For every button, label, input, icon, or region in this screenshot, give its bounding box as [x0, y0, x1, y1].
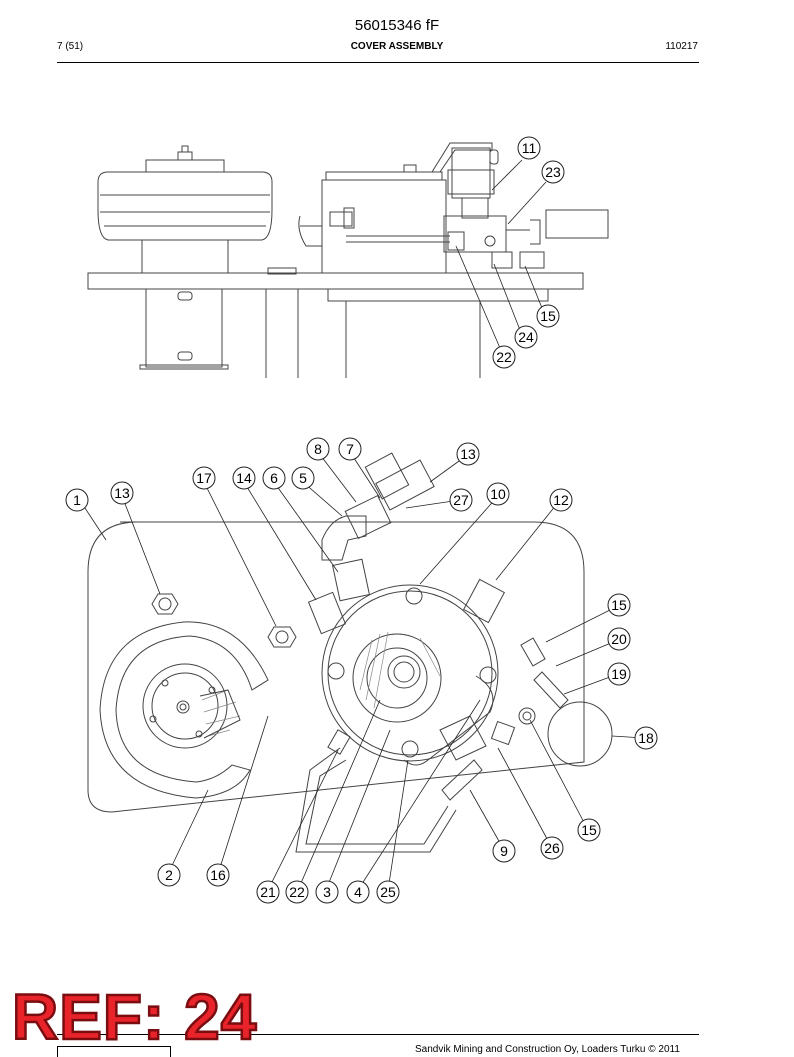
svg-text:15: 15	[581, 822, 597, 838]
callout-1: 1	[65, 488, 89, 512]
svg-text:26: 26	[544, 840, 560, 856]
svg-text:19: 19	[611, 666, 627, 682]
callout-25: 25	[376, 880, 400, 904]
top-view-callouts: 8 7 13 17 14 6 5 27 10 1 13 12 15 20 19 …	[65, 437, 658, 904]
svg-text:22: 22	[289, 884, 305, 900]
svg-text:27: 27	[453, 492, 469, 508]
svg-text:22: 22	[496, 349, 512, 365]
callout-10: 10	[486, 482, 510, 506]
svg-text:6: 6	[270, 470, 278, 486]
callout-5: 5	[291, 466, 315, 490]
callout-3: 3	[315, 880, 339, 904]
svg-text:15: 15	[611, 597, 627, 613]
callout-2: 2	[157, 863, 181, 887]
callout-13: 13	[456, 442, 480, 466]
page-title: COVER ASSEMBLY	[350, 41, 444, 52]
svg-text:15: 15	[540, 308, 556, 324]
svg-text:8: 8	[314, 441, 322, 457]
svg-text:21: 21	[260, 884, 276, 900]
side-view-callouts: 11 23 15 24 22	[492, 136, 565, 369]
svg-text:18: 18	[638, 730, 654, 746]
callout-9: 9	[492, 839, 516, 863]
callout-21: 21	[256, 880, 280, 904]
svg-text:4: 4	[354, 884, 362, 900]
callout-7: 7	[338, 437, 362, 461]
callout-27: 27	[449, 488, 473, 512]
callout-22b: 22	[285, 880, 309, 904]
top-view	[80, 451, 645, 891]
header-rule	[57, 62, 699, 63]
callout-13b: 13	[110, 481, 134, 505]
footer-copyright: Sandvik Mining and Construction Oy, Load…	[415, 1044, 680, 1055]
svg-text:13: 13	[460, 446, 476, 462]
svg-text:7: 7	[346, 441, 354, 457]
callout-14: 14	[232, 466, 256, 490]
callout-24: 24	[514, 325, 538, 349]
company-logo	[57, 1046, 171, 1057]
callout-11: 11	[517, 136, 541, 160]
callout-23: 23	[541, 160, 565, 184]
svg-text:5: 5	[299, 470, 307, 486]
svg-text:25: 25	[380, 884, 396, 900]
document-id: 56015346 fF	[354, 17, 440, 34]
svg-text:23: 23	[545, 164, 561, 180]
callout-15a: 15	[607, 593, 631, 617]
svg-text:10: 10	[490, 486, 506, 502]
callout-8: 8	[306, 437, 330, 461]
callout-26: 26	[540, 836, 564, 860]
document-code: 110217	[665, 41, 698, 52]
side-view	[87, 142, 609, 378]
svg-text:1: 1	[73, 492, 81, 508]
footer-rule	[57, 1034, 699, 1035]
svg-text:2: 2	[165, 867, 173, 883]
callout-16: 16	[206, 863, 230, 887]
svg-text:16: 16	[210, 867, 226, 883]
callout-19: 19	[607, 662, 631, 686]
svg-text:14: 14	[236, 470, 252, 486]
callout-17: 17	[192, 466, 216, 490]
svg-text:24: 24	[518, 329, 534, 345]
svg-text:13: 13	[114, 485, 130, 501]
callout-6: 6	[262, 466, 286, 490]
page-number: 7 (51)	[57, 41, 84, 52]
ref-stamp: REF: 24	[11, 981, 258, 1053]
svg-text:11: 11	[522, 140, 537, 156]
callout-22: 22	[492, 345, 516, 369]
callout-18: 18	[634, 726, 658, 750]
svg-text:17: 17	[196, 470, 212, 486]
callout-15b: 15	[577, 818, 601, 842]
svg-text:12: 12	[553, 492, 569, 508]
callout-20: 20	[607, 627, 631, 651]
callout-12: 12	[549, 488, 573, 512]
svg-text:20: 20	[611, 631, 627, 647]
svg-text:3: 3	[323, 884, 331, 900]
callout-4: 4	[346, 880, 370, 904]
svg-text:9: 9	[500, 843, 508, 859]
callout-15: 15	[536, 304, 560, 328]
